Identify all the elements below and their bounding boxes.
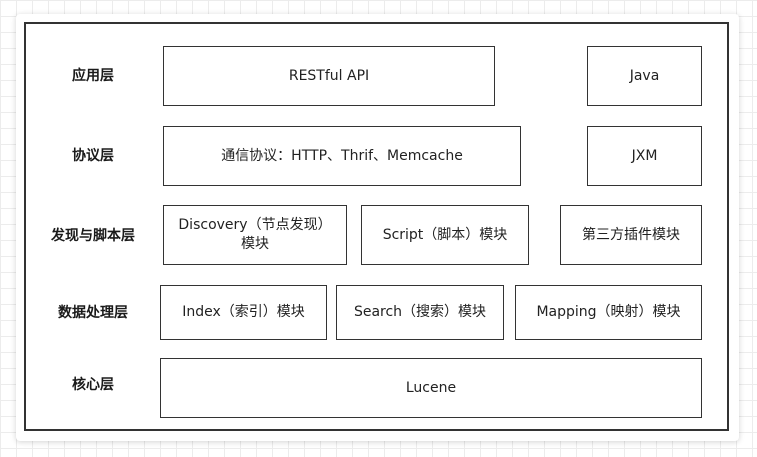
box-third-party-plugin-module: 第三方插件模块 xyxy=(560,205,702,265)
box-mapping-module: Mapping（映射）模块 xyxy=(515,285,702,340)
box-discovery-module: Discovery（节点发现）模块 xyxy=(163,205,347,265)
box-script-module: Script（脚本）模块 xyxy=(361,205,529,265)
layer-label-application: 应用层 xyxy=(72,68,114,84)
box-search-module: Search（搜索）模块 xyxy=(336,285,504,340)
box-java: Java xyxy=(587,46,702,106)
box-jxm: JXM xyxy=(587,126,702,186)
layer-label-core: 核心层 xyxy=(72,377,114,393)
box-index-module: Index（索引）模块 xyxy=(160,285,327,340)
layer-label-discovery-script: 发现与脚本层 xyxy=(51,228,135,244)
box-communication-protocol: 通信协议：HTTP、Thrif、Memcache xyxy=(163,126,521,186)
box-lucene: Lucene xyxy=(160,358,702,418)
layer-label-data-processing: 数据处理层 xyxy=(58,305,128,321)
layer-label-protocol: 协议层 xyxy=(72,148,114,164)
box-restful-api: RESTful API xyxy=(163,46,495,106)
